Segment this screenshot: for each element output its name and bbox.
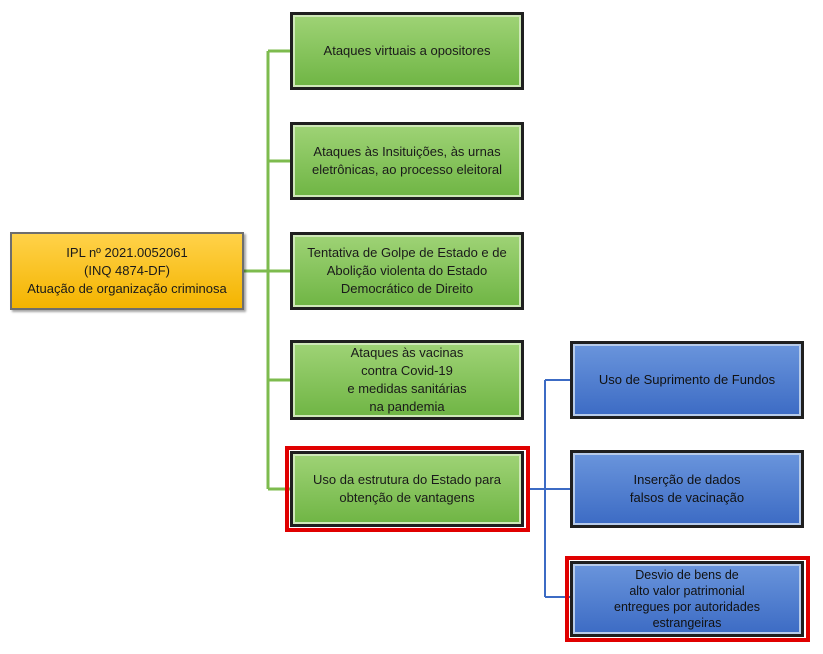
branch-node-tentativa-golpe: Tentativa de Golpe de Estado e de Aboliç… <box>290 232 524 310</box>
sub-node-insercao-dados: Inserção de dados falsos de vacinação <box>570 450 804 528</box>
sub-node-desvio-bens: Desvio de bens de alto valor patrimonial… <box>570 561 804 637</box>
branch-node-ataques-instituicoes: Ataques às Insituições, às urnas eletrôn… <box>290 122 524 200</box>
highlight-frame-desvio-bens <box>565 556 810 642</box>
branch-node-uso-estrutura-estado: Uso da estrutura do Estado para obtenção… <box>290 451 524 527</box>
branch-node-ataques-vacinas: Ataques às vacinas contra Covid-19 e med… <box>290 340 524 420</box>
root-node: IPL nº 2021.0052061 (INQ 4874-DF) Atuaçã… <box>10 232 244 310</box>
highlight-frame-estrutura-estado <box>285 446 530 532</box>
sub-node-suprimento-fundos: Uso de Suprimento de Fundos <box>570 341 804 419</box>
branch-node-ataques-virtuais: Ataques virtuais a opositores <box>290 12 524 90</box>
